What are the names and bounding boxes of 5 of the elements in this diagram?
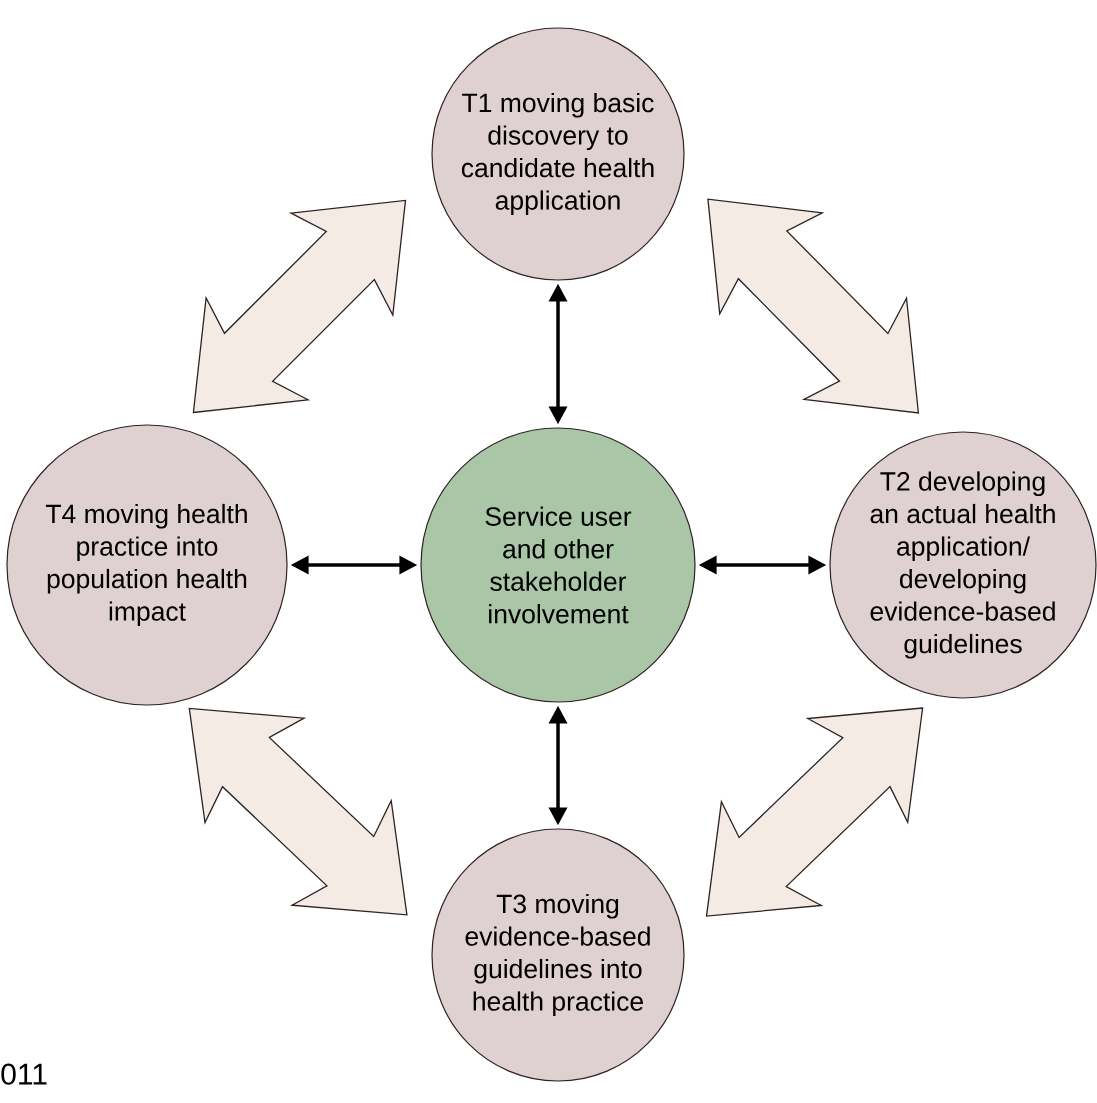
block-arrow xyxy=(192,199,407,414)
block-arrow xyxy=(707,198,920,414)
footer-text: 011 xyxy=(1,1063,47,1085)
block-arrow xyxy=(188,707,408,916)
block-arrow xyxy=(705,707,924,917)
